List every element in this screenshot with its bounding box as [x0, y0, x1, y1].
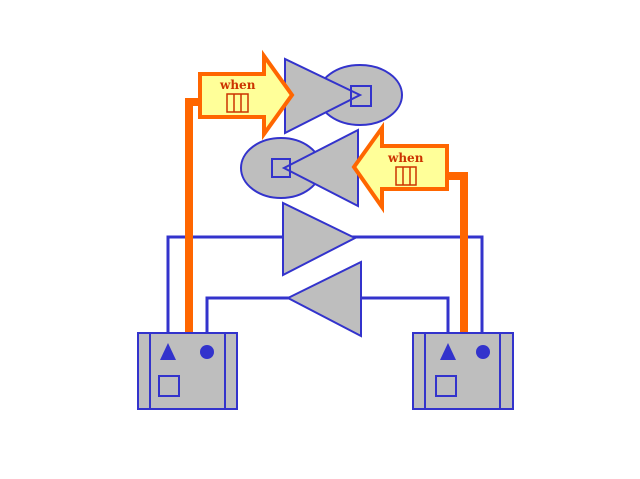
queue-icon	[395, 166, 417, 186]
triangle-icon	[440, 343, 456, 360]
when-label-right: when	[387, 151, 424, 165]
control-line-right	[412, 172, 468, 333]
when-arrow-top: when	[198, 49, 295, 141]
transfer-triangle-left	[285, 260, 362, 338]
when-label-top: when	[219, 78, 256, 92]
top-port-square	[350, 85, 372, 107]
component-box-right-port	[435, 375, 457, 397]
mid-receive-group	[240, 128, 359, 208]
top-send-group	[284, 57, 403, 135]
triangle-icon	[160, 343, 176, 360]
when-arrow-right: when	[351, 121, 449, 214]
mid-port-square	[271, 158, 291, 178]
queue-icon	[226, 93, 249, 113]
circle-icon	[200, 345, 214, 359]
transfer-triangle-right	[282, 201, 358, 277]
component-box-right	[412, 332, 514, 410]
circle-icon	[476, 345, 490, 359]
component-box-right-body	[412, 332, 514, 410]
component-box-left-body	[137, 332, 238, 410]
component-box-left-port	[158, 375, 180, 397]
component-box-left	[137, 332, 238, 410]
